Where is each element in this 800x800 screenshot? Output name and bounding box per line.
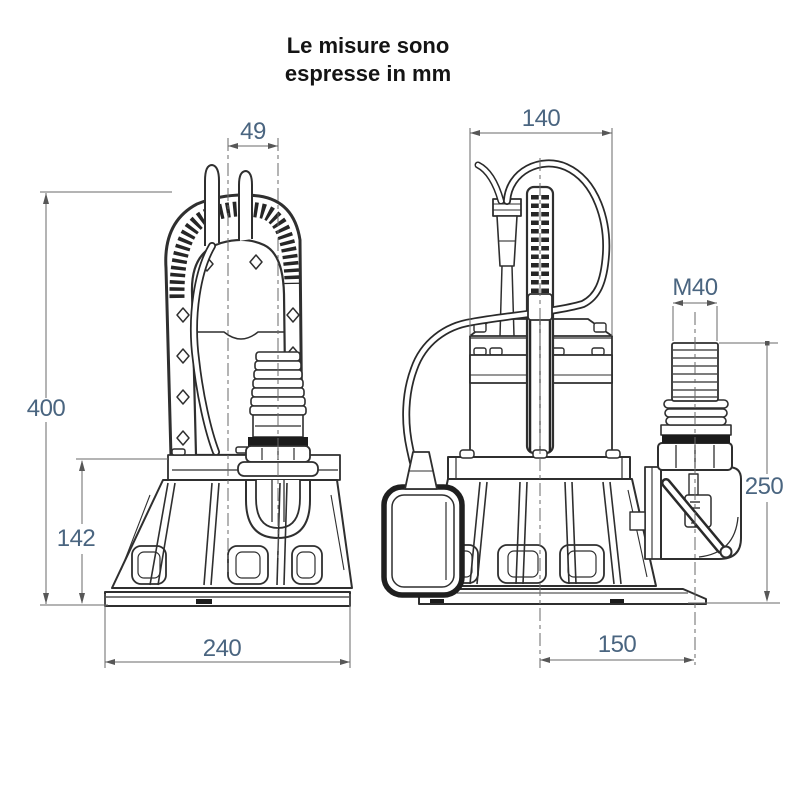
dimension-140: 140 <box>469 105 613 336</box>
dimension-250-value: 250 <box>745 473 784 500</box>
power-cable-side <box>402 159 611 494</box>
dimension-400: 400 <box>27 191 172 604</box>
dimension-250: 250 <box>688 341 784 604</box>
dimension-142-value: 142 <box>57 525 96 552</box>
dimension-240-value: 240 <box>203 635 242 662</box>
units-note-line2: espresse in mm <box>285 61 451 86</box>
dimension-49-value: 49 <box>240 118 266 145</box>
centerlines <box>539 158 696 668</box>
dimension-150-value: 150 <box>598 631 637 658</box>
dimension-150: 150 <box>540 631 694 663</box>
dimension-140-value: 140 <box>522 105 561 132</box>
base-fins-side <box>469 481 622 585</box>
units-note: Le misure sono espresse in mm <box>285 33 451 86</box>
pump-base-front <box>104 479 353 607</box>
pump-side-view <box>381 159 742 605</box>
dimension-240: 240 <box>40 594 351 668</box>
outlet-elbow-assembly <box>629 342 742 560</box>
pump-base-side <box>418 449 707 605</box>
dimension-400-value: 400 <box>27 395 66 422</box>
dimension-M40-value: M40 <box>672 274 717 301</box>
dimension-142: 142 <box>57 458 168 604</box>
pump-front-view <box>104 164 353 607</box>
dimension-M40: M40 <box>672 274 718 341</box>
base-fins-front <box>149 482 288 586</box>
dimension-49: 49 <box>227 118 279 572</box>
units-note-line1: Le misure sono <box>287 33 450 58</box>
float-switch <box>381 451 465 598</box>
power-cable-front <box>190 164 253 456</box>
dimension-annotations: 49 400 142 240 <box>27 105 784 668</box>
